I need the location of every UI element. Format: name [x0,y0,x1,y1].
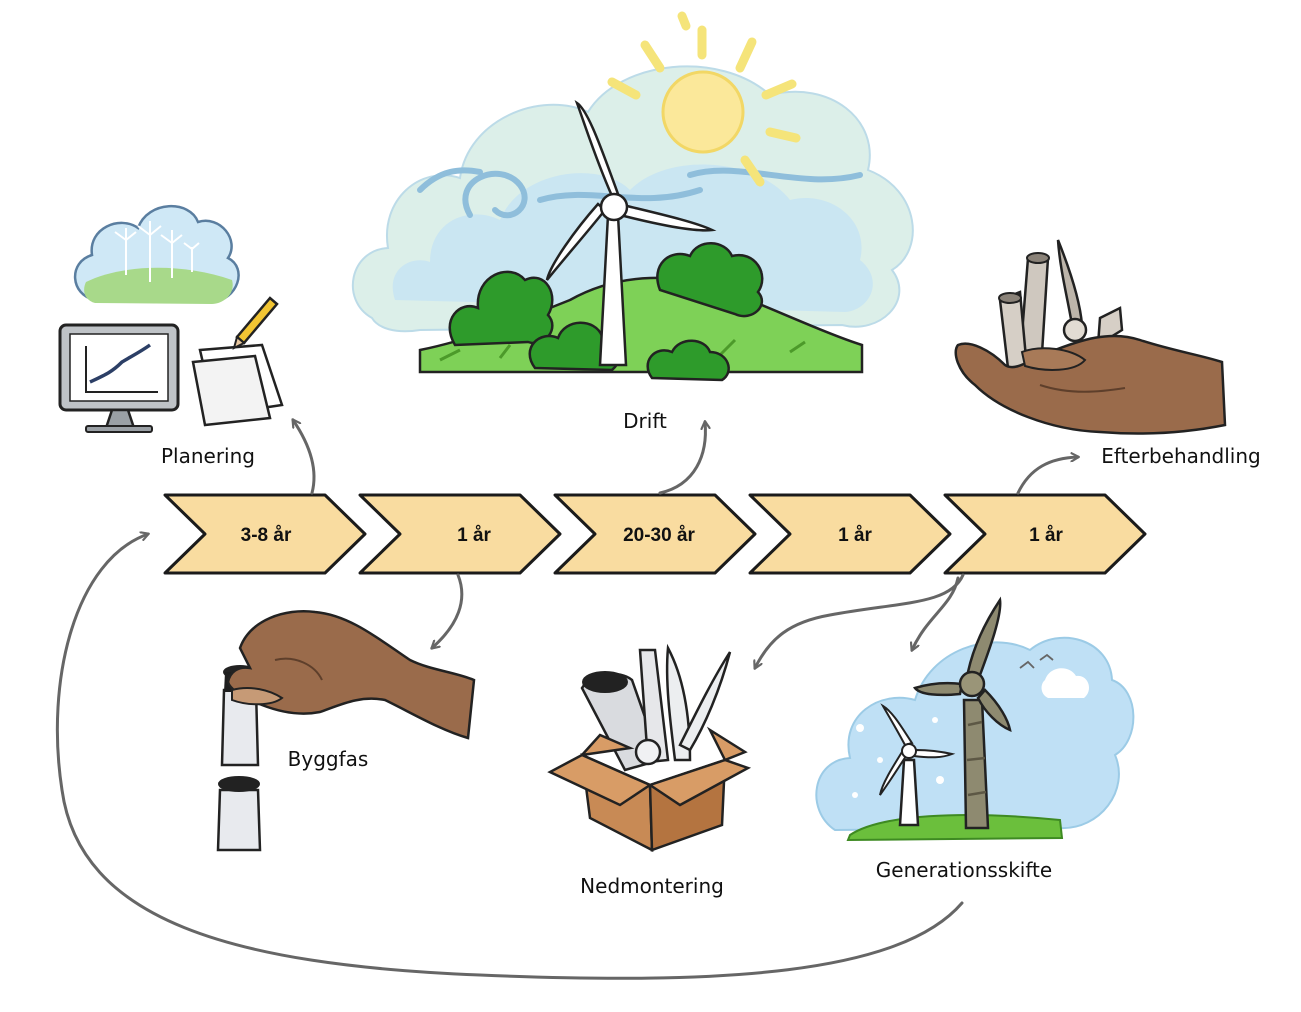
documents-pencil-icon [191,296,284,427]
stage-chevron-byggfas: 1 år [358,493,562,575]
arrow-to-nedmontering [755,573,965,668]
sun-icon [607,11,801,187]
stage-duration: 1 år [457,525,491,546]
wind-turbine-icon [545,99,717,367]
phase-label-nedmontering: Nedmontering [580,874,724,898]
flow-arrows [55,420,1078,980]
hand-gripping-icon [226,610,476,740]
arrow-to-planering [293,420,316,495]
stage-chevron-nedmontering: 1 år [748,493,952,575]
stage-chevron-efterbehandling: 1 år [943,493,1147,575]
byggfas-illustration: Byggfas [216,610,476,852]
phase-label-drift: Drift [623,409,667,433]
stage-duration: 1 år [838,525,872,546]
monitor-chart-icon [58,323,180,433]
stage-chevron-planering: 3-8 år [163,493,367,575]
timeline: 3-8 år 1 år 20-30 år 1 år 1 år [163,493,1147,575]
nedmontering-illustration: Nedmontering [547,643,752,898]
bushes-icon [448,242,764,382]
open-hand-icon [954,334,1227,435]
planering-illustration: Planering [58,205,284,468]
old-rusty-turbine-icon [912,596,1012,830]
generationsskifte-illustration: Generationsskifte [815,596,1135,882]
drift-illustration: Drift [351,11,914,433]
stage-chevron-drift: 20-30 år [553,493,757,575]
arrow-to-byggfas [432,573,464,648]
arrow-loop-back [55,534,964,980]
efterbehandling-illustration: Efterbehandling [954,239,1261,468]
stage-duration: 1 år [1029,525,1063,546]
cloud-wind-farm-icon [73,205,240,304]
phase-label-byggfas: Byggfas [288,747,369,771]
arrow-to-generationsskifte [912,576,960,650]
phase-label-planering: Planering [161,444,255,468]
stage-duration: 20-30 år [623,525,695,546]
arrow-to-drift [658,422,705,495]
phase-label-efterbehandling: Efterbehandling [1101,444,1260,468]
stage-duration: 3-8 år [241,525,292,546]
cardboard-box-icon [547,726,752,853]
phase-label-generationsskifte: Generationsskifte [876,858,1052,882]
new-turbine-icon [879,703,956,827]
turbine-parts-in-box [580,643,732,772]
arrow-to-efterbehandling [1016,457,1078,495]
